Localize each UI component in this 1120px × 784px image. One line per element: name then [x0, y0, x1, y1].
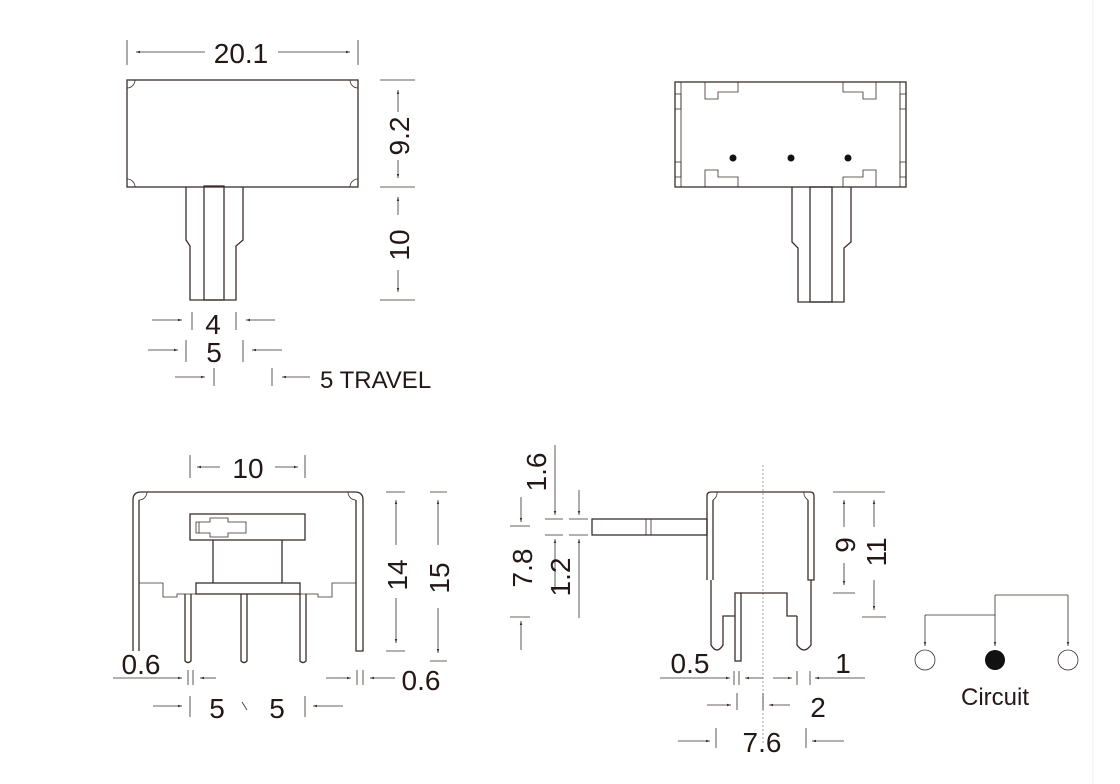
- dim-actuator-offset: 7.8: [507, 549, 538, 588]
- terminal-common: [985, 650, 1005, 670]
- bottom-view: [674, 81, 907, 303]
- dim-pin-thickness: 0.5: [671, 648, 710, 679]
- dim-actuator-outer: 5: [206, 337, 222, 368]
- top-view: 20.1 9.2 10 4 5 5 TRAVEL: [126, 38, 431, 394]
- circuit-label: Circuit: [961, 684, 1029, 711]
- dim-pitch-left: 5: [209, 693, 225, 724]
- circuit-diagram: Circuit: [914, 594, 1079, 711]
- dim-total-height: 15: [424, 562, 455, 593]
- dim-actuator-inner: 4: [205, 309, 221, 340]
- dim-depth: 7.6: [743, 727, 782, 758]
- dim-travel: 5 TRAVEL: [320, 367, 431, 394]
- dim-total-height-side: 11: [861, 537, 892, 566]
- dim-offset: 2: [810, 692, 826, 723]
- dim-pitch-right: 5: [269, 693, 285, 724]
- side-view: 1.6 7.8 1.2 9 11 0.5 1 2 7.6: [507, 445, 892, 758]
- dim-height: 9.2: [384, 117, 415, 156]
- dim-actuator-thickness: 1.2: [545, 558, 576, 597]
- dim-body-height: 14: [382, 559, 413, 590]
- dim-pin-span: 10: [232, 453, 263, 484]
- dim-body-height-side: 9: [830, 537, 861, 553]
- terminal-open: [1057, 649, 1079, 671]
- terminal-open: [914, 649, 936, 671]
- pin-dot: [844, 154, 852, 162]
- dim-pin-width-right: 0.6: [402, 665, 441, 696]
- pin-dot: [787, 154, 795, 162]
- front-view: 10 14 15 0.6 0.6 5 5: [113, 453, 455, 724]
- pin-dot: [729, 154, 737, 162]
- dim-actuator-height: 1.6: [521, 453, 552, 492]
- dim-actuator-length: 10: [384, 229, 415, 260]
- dim-width: 20.1: [214, 38, 269, 69]
- dim-pin-width-left: 0.6: [122, 649, 161, 680]
- dim-leg-width: 1: [835, 648, 851, 679]
